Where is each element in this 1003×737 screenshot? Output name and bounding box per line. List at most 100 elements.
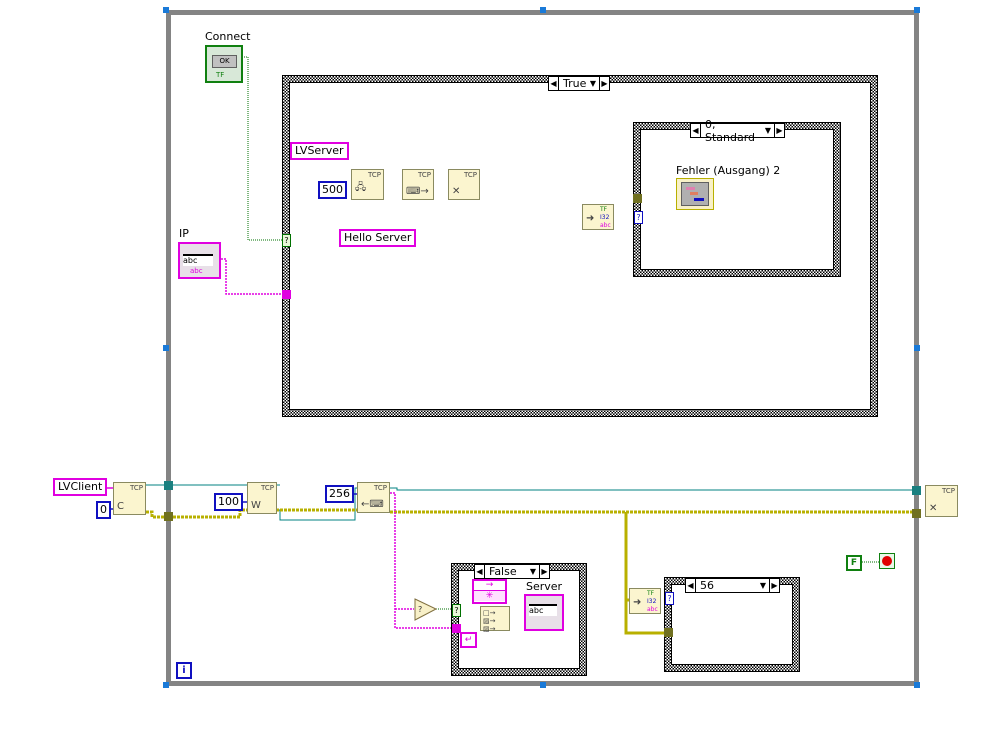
wait-icon: W	[251, 500, 261, 511]
timeout-500-constant[interactable]: 500	[318, 181, 347, 199]
network-icon: 🖧	[355, 182, 367, 193]
arrow-icon: →	[474, 581, 505, 591]
server-label: Server	[526, 580, 563, 593]
error-tunnel	[664, 628, 673, 637]
resize-handle[interactable]	[540, 7, 546, 13]
string-tunnel	[452, 624, 461, 633]
close-icon: ✕	[452, 186, 461, 197]
case-structure-error[interactable]	[633, 122, 841, 277]
tcp-tag: TCP	[368, 171, 381, 179]
server-value: abc	[529, 604, 557, 616]
status-tag: TF	[647, 590, 655, 597]
tcp-create-listener-node[interactable]: TCP C	[113, 482, 146, 515]
tcp-write-node[interactable]: TCP ⌨→	[402, 169, 434, 200]
error-out-label: Fehler (Ausgang) 2	[676, 164, 781, 177]
lvclient-constant[interactable]: LVClient	[53, 478, 108, 496]
server-indicator[interactable]: abc	[524, 594, 564, 631]
tcp-tag: TCP	[942, 487, 955, 495]
refnum-tunnel	[164, 481, 173, 490]
case-selector-terminal: ?	[282, 234, 291, 247]
increment-arrow-icon[interactable]: ▶	[599, 77, 609, 90]
connect-button-text: OK	[212, 55, 237, 68]
status-tag: TF	[600, 206, 608, 213]
case-selector-56[interactable]: ◀ 56 ▼ ▶	[685, 578, 780, 593]
stop-icon	[882, 556, 892, 566]
resize-handle[interactable]	[163, 7, 169, 13]
port-0-constant[interactable]: 0	[96, 501, 111, 519]
resize-handle[interactable]	[914, 7, 920, 13]
arrow-icon: ➜	[586, 213, 595, 224]
read-icon: ←⌨	[361, 499, 384, 510]
case-selector-terminal: ?	[665, 592, 674, 605]
code-tag: I32	[647, 598, 657, 605]
ip-type-tag: abc	[190, 267, 203, 275]
case-selector-terminal: ?	[452, 604, 461, 617]
dropdown-arrow-icon[interactable]: ▼	[759, 581, 766, 590]
decrement-arrow-icon[interactable]: ◀	[549, 77, 559, 90]
tcp-close-listener-node[interactable]: TCP ✕	[925, 485, 958, 517]
decrement-arrow-icon[interactable]: ◀	[691, 124, 701, 137]
ip-label: IP	[179, 227, 189, 240]
connect-label: Connect	[205, 30, 251, 43]
bool-wire-connect	[242, 56, 284, 241]
refnum-tunnel	[912, 486, 921, 495]
ip-terminal[interactable]: abc abc	[178, 242, 221, 279]
unbundle-error-node[interactable]: ➜ TF I32 abc	[582, 204, 614, 230]
concatenate-icon: □→▨→▨→	[483, 609, 496, 633]
close-icon: ✕	[929, 503, 938, 514]
bytes-256-constant[interactable]: 256	[325, 485, 354, 503]
error-cluster-icon	[681, 182, 709, 206]
dropdown-arrow-icon[interactable]: ▼	[529, 567, 536, 576]
tcp-open-connection-node[interactable]: TCP🖧	[351, 169, 384, 200]
source-tag: abc	[647, 606, 658, 613]
tcp-tag: TCP	[261, 484, 274, 492]
asterisk-icon: ✳	[474, 591, 505, 601]
case-selector-standard[interactable]: ◀ 0, Standard ▼ ▶	[690, 118, 785, 144]
decrement-arrow-icon[interactable]: ◀	[475, 565, 485, 578]
timeout-100-constant[interactable]: 100	[214, 493, 243, 511]
string-wire-read	[390, 492, 455, 629]
resize-handle[interactable]	[540, 682, 546, 688]
connect-type-tag: TF	[216, 71, 225, 79]
increment-arrow-icon[interactable]: ▶	[539, 565, 549, 578]
dropdown-arrow-icon[interactable]: ▼	[764, 126, 771, 135]
resize-handle[interactable]	[163, 682, 169, 688]
tcp-close-connection-node[interactable]: TCP✕	[448, 169, 480, 200]
increment-arrow-icon[interactable]: ▶	[769, 579, 779, 592]
string-tunnel	[282, 290, 291, 299]
dropdown-arrow-icon[interactable]: ▼	[589, 79, 596, 88]
false-constant[interactable]: F	[846, 555, 862, 571]
lvserver-constant[interactable]: LVServer	[290, 142, 349, 160]
stop-condition-terminal[interactable]	[879, 553, 895, 569]
code-tag: I32	[600, 214, 610, 221]
increment-arrow-icon[interactable]: ▶	[774, 124, 784, 137]
case-selector-false[interactable]: ◀ False ▼ ▶	[474, 564, 550, 579]
ip-value: abc	[183, 254, 213, 266]
listen-icon: C	[117, 501, 124, 512]
concatenate-strings-node[interactable]: □→▨→▨→	[480, 606, 510, 633]
resize-handle[interactable]	[914, 682, 920, 688]
string-constants[interactable]: → ✳	[472, 579, 507, 604]
tcp-tag: TCP	[418, 171, 431, 179]
write-icon: ⌨→	[406, 186, 429, 197]
tcp-tag: TCP	[130, 484, 143, 492]
decrement-arrow-icon[interactable]: ◀	[686, 579, 696, 592]
source-tag: abc	[600, 222, 611, 229]
hello-server-constant[interactable]: Hello Server	[339, 229, 417, 247]
error-out-indicator[interactable]	[676, 178, 714, 210]
arrow-icon: ➜	[633, 597, 642, 608]
resize-handle[interactable]	[914, 345, 920, 351]
empty-string-compare-node[interactable]: ?	[414, 598, 438, 621]
svg-text:?: ?	[418, 605, 422, 614]
tcp-read-node[interactable]: TCP←⌨	[357, 482, 390, 513]
case-selector-true[interactable]: ◀ True ▼ ▶	[548, 76, 610, 91]
tcp-tag: TCP	[464, 171, 477, 179]
case-selector-terminal: ?	[634, 211, 643, 224]
line-feed-constant[interactable]: ↵	[460, 632, 477, 648]
connect-terminal[interactable]: OK TF	[205, 45, 243, 83]
resize-handle[interactable]	[163, 345, 169, 351]
error-tunnel	[633, 194, 642, 203]
unbundle-error-node[interactable]: ➜ TF I32 abc	[629, 588, 661, 614]
